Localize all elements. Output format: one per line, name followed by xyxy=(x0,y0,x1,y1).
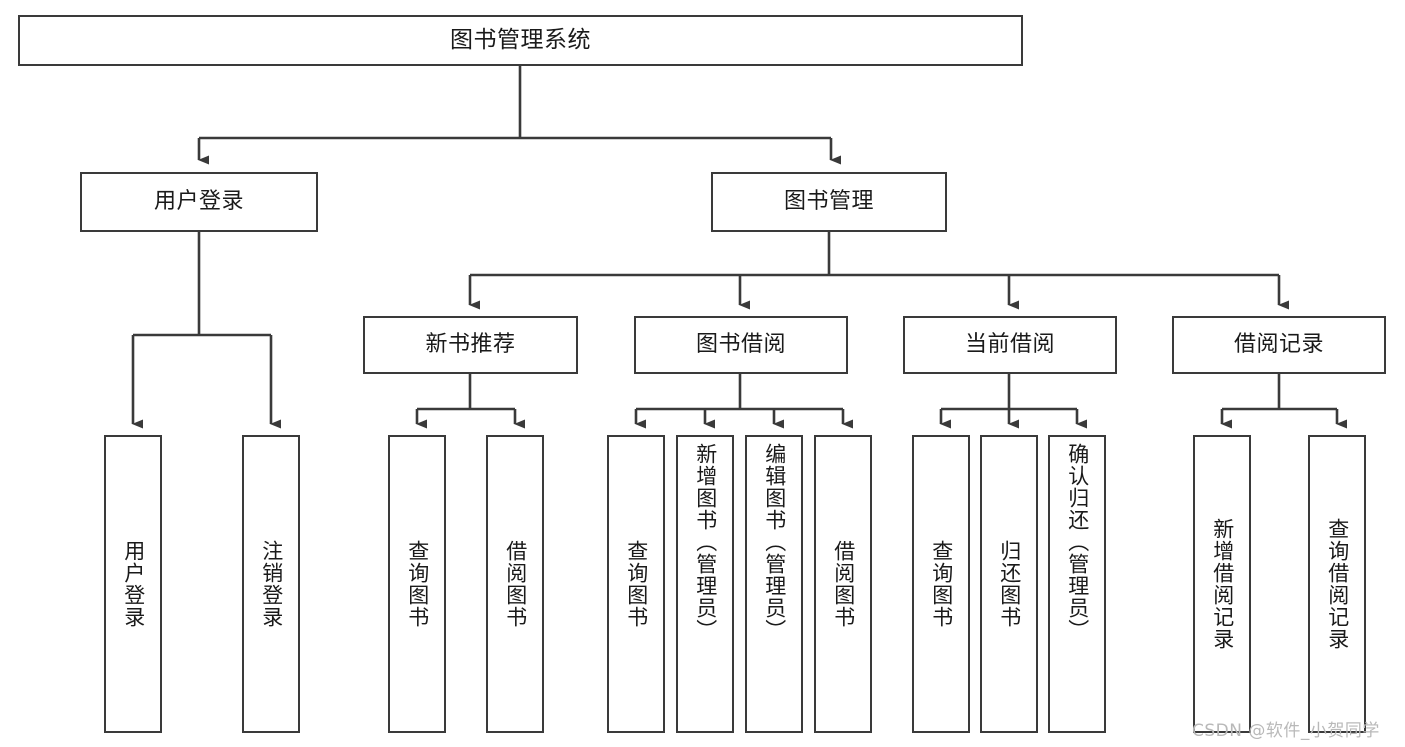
node-user-login[interactable]: 用户登录 xyxy=(80,172,318,232)
leaf-borrow-book-1-label: 借阅图书 xyxy=(503,540,528,628)
leaf-query-record[interactable]: 查询借阅记录 xyxy=(1308,435,1366,733)
leaf-return-book-label: 归还图书 xyxy=(997,540,1022,628)
node-borrow-record-label: 借阅记录 xyxy=(1233,331,1324,357)
leaf-add-book-label: 新增图书（管理员） xyxy=(693,443,718,641)
node-borrow-record[interactable]: 借阅记录 xyxy=(1172,316,1386,374)
node-user-login-label: 用户登录 xyxy=(153,188,244,214)
leaf-query-book-1[interactable]: 查询图书 xyxy=(388,435,446,733)
leaf-borrow-book-2[interactable]: 借阅图书 xyxy=(814,435,872,733)
node-new-book-recommend[interactable]: 新书推荐 xyxy=(363,316,578,374)
node-root[interactable]: 图书管理系统 xyxy=(18,15,1023,66)
node-new-book-recommend-label: 新书推荐 xyxy=(425,331,516,357)
leaf-confirm-return[interactable]: 确认归还（管理员） xyxy=(1048,435,1106,733)
leaf-query-book-2[interactable]: 查询图书 xyxy=(607,435,665,733)
leaf-query-book-1-label: 查询图书 xyxy=(405,540,430,628)
leaf-return-book[interactable]: 归还图书 xyxy=(980,435,1038,733)
leaf-user-login[interactable]: 用户登录 xyxy=(104,435,162,733)
leaf-add-book[interactable]: 新增图书（管理员） xyxy=(676,435,734,733)
node-root-label: 图书管理系统 xyxy=(450,26,591,53)
node-current-borrow-label: 当前借阅 xyxy=(964,331,1055,357)
leaf-edit-book-label: 编辑图书（管理员） xyxy=(762,443,787,641)
leaf-query-book-3[interactable]: 查询图书 xyxy=(912,435,970,733)
leaf-query-book-3-label: 查询图书 xyxy=(929,540,954,628)
node-book-management[interactable]: 图书管理 xyxy=(711,172,947,232)
leaf-add-record-label: 新增借阅记录 xyxy=(1210,518,1235,650)
leaf-logout[interactable]: 注销登录 xyxy=(242,435,300,733)
leaf-query-book-2-label: 查询图书 xyxy=(624,540,649,628)
leaf-query-record-label: 查询借阅记录 xyxy=(1325,518,1350,650)
leaf-confirm-return-label: 确认归还（管理员） xyxy=(1065,443,1090,641)
node-current-borrow[interactable]: 当前借阅 xyxy=(903,316,1117,374)
leaf-add-record[interactable]: 新增借阅记录 xyxy=(1193,435,1251,733)
leaf-borrow-book-1[interactable]: 借阅图书 xyxy=(486,435,544,733)
watermark-text: CSDN @软件_小贺同学 xyxy=(1192,721,1380,741)
leaf-edit-book[interactable]: 编辑图书（管理员） xyxy=(745,435,803,733)
node-book-borrow-label: 图书借阅 xyxy=(695,331,786,357)
leaf-user-login-label: 用户登录 xyxy=(121,540,146,628)
leaf-logout-label: 注销登录 xyxy=(259,540,284,628)
node-book-management-label: 图书管理 xyxy=(783,188,874,214)
leaf-borrow-book-2-label: 借阅图书 xyxy=(831,540,856,628)
node-book-borrow[interactable]: 图书借阅 xyxy=(634,316,848,374)
